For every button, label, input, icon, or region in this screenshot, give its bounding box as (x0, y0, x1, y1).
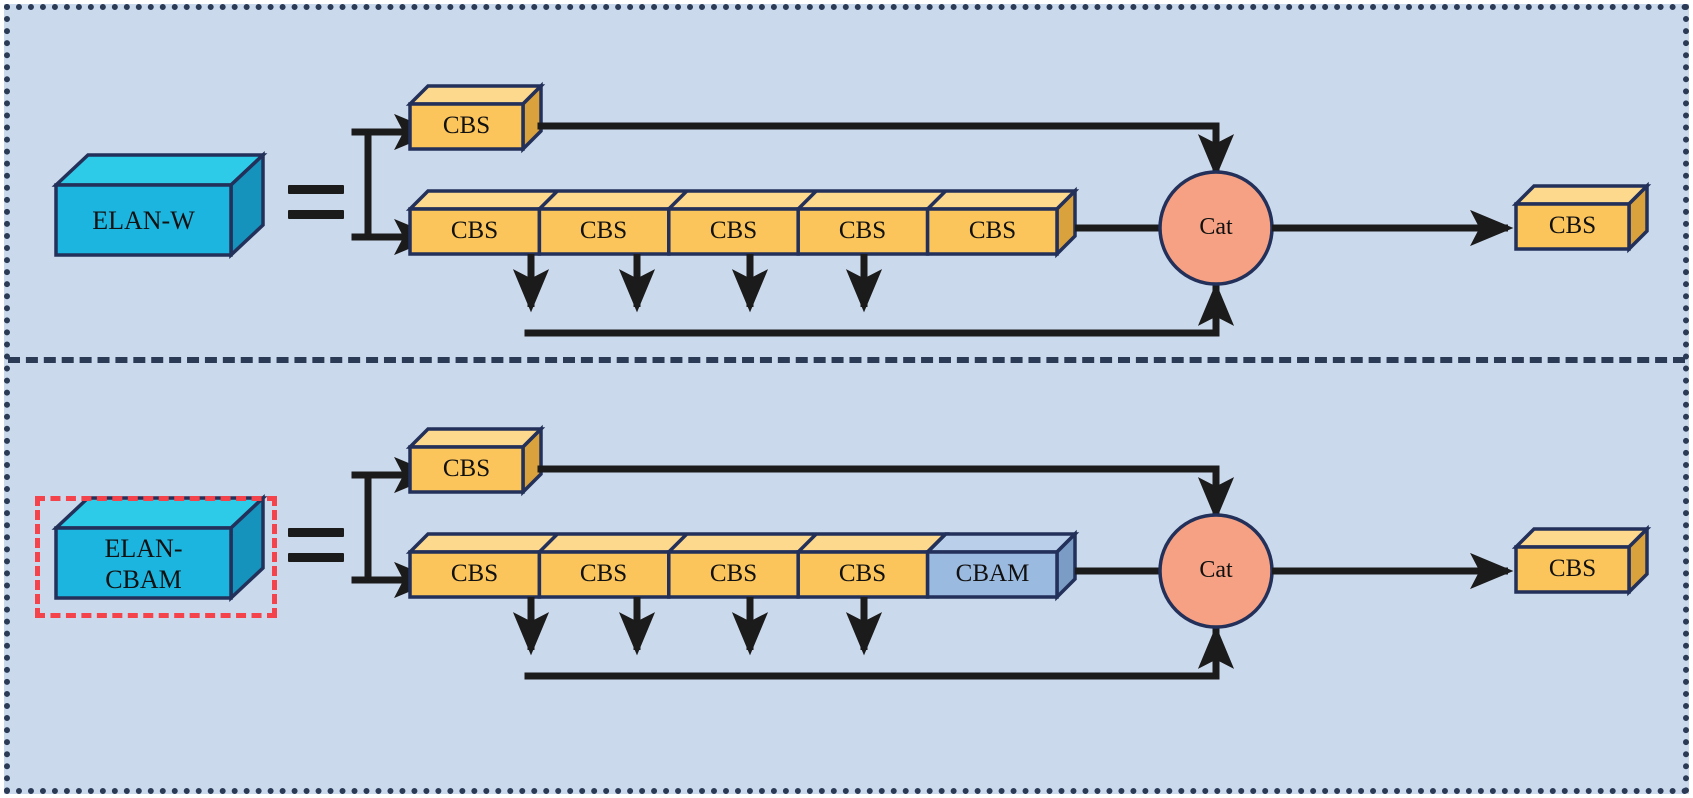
elan-cbam-highlight-box (35, 496, 277, 618)
cbs-box-top-branch-2[interactable] (405, 424, 546, 497)
cbs-box-output[interactable] (1511, 181, 1652, 254)
cbs-cbam-chain[interactable] (405, 529, 1080, 602)
elan-cbam-box[interactable] (51, 493, 268, 603)
panel-divider (8, 357, 1685, 363)
elan-w-box[interactable] (51, 150, 268, 260)
tap-collector-line-2 (524, 625, 1235, 680)
skip-connection-top-2 (537, 465, 1235, 521)
skip-connection-top (537, 122, 1235, 178)
equals-sign-bottom (288, 528, 344, 564)
panel-elan-w-graphics (51, 81, 1652, 337)
cat-node[interactable] (1158, 170, 1274, 286)
cbs-box-output-2[interactable] (1511, 524, 1652, 597)
tap-arrows (512, 254, 883, 313)
tap-arrows-2 (512, 597, 883, 656)
cbs-box-top-branch[interactable] (405, 81, 546, 154)
cbs-chain[interactable] (405, 186, 1080, 259)
figure-outer-border (4, 4, 1689, 794)
panel-elan-cbam-graphics (51, 424, 1652, 680)
tap-collector-line (524, 282, 1235, 337)
equals-sign-top (288, 185, 344, 221)
cat-node-2[interactable] (1158, 513, 1274, 629)
